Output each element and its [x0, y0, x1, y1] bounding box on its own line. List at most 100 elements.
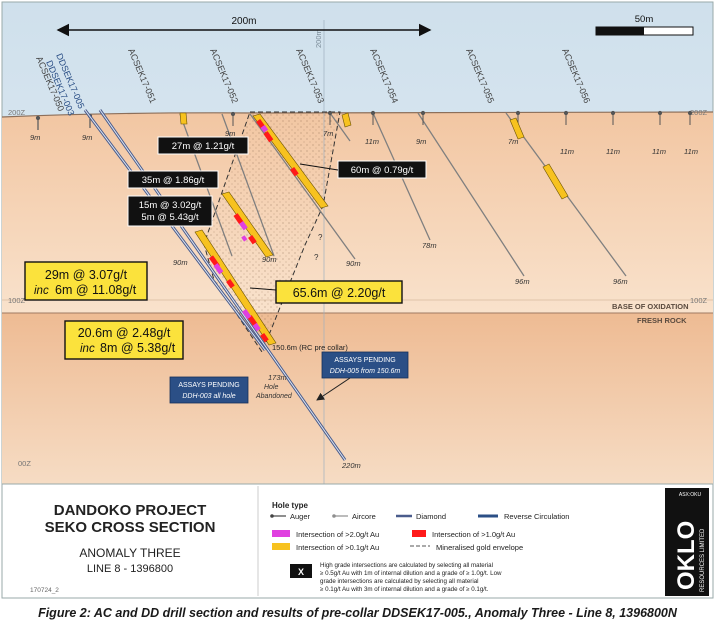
collar-depth-4: 7m	[323, 129, 333, 138]
callout-i5-line2: 6m @ 11.08g/t	[55, 283, 137, 297]
callout-i2-text: 60m @ 0.79g/t	[351, 165, 414, 176]
abandoned-note-2: Abandoned	[255, 393, 293, 400]
envelope-query-2: ?	[314, 253, 319, 262]
legend-hole-type-title: Hole type	[272, 501, 309, 510]
legend-frame	[1, 483, 714, 599]
legend-note-4: ≥ 0.1g/t Au with 3m of internal dilution…	[320, 586, 489, 593]
end-depth-7: 173m	[268, 373, 287, 382]
callout-i4: 15m @ 3.02g/t 5m @ 5.43g/t	[127, 195, 213, 227]
callout-i6: 65.6m @ 2.20g/t	[249, 280, 403, 304]
collar-depth-6: 9m	[416, 137, 426, 146]
legend-note-2: ≥ 0.5g/t Au with 1m of internal dilution…	[320, 570, 502, 577]
legend-envelope: Mineralised gold envelope	[410, 543, 523, 552]
title-section: SEKO CROSS SECTION	[45, 519, 216, 536]
collar-depth-11: 11m	[684, 147, 698, 156]
rl-label-right-100: 100Z	[690, 296, 708, 305]
pending-1-title: ASSAYS PENDING	[178, 382, 239, 389]
hole-trace-acsek17-053	[329, 112, 351, 142]
collar-depth-7: 7m	[508, 137, 518, 146]
logo-sub: RESOURCES LIMITED	[700, 528, 706, 592]
callout-i4-line1: 15m @ 3.02g/t	[139, 200, 202, 211]
title-line: LINE 8 - 1396800	[87, 563, 173, 575]
legend-gt2: Intersection of >2.0g/t Au	[272, 530, 379, 539]
legend-gt1-label: Intersection of >1.0g/t Au	[432, 530, 515, 539]
legend-auger: Auger	[270, 512, 311, 521]
cross-section: 200m 200Z 200Z 100Z 100Z 00Z 200m 50m ? …	[1, 1, 714, 599]
center-grid-label: 200m	[314, 29, 323, 48]
legend-envelope-label: Mineralised gold envelope	[436, 543, 523, 552]
collar-depth-10: 11m	[652, 147, 666, 156]
legend-gt2-label: Intersection of >2.0g/t Au	[296, 530, 379, 539]
assays-pending-2: ASSAYS PENDING DDH-005 from 150.6m	[316, 351, 409, 401]
legend-auger-label: Auger	[290, 512, 311, 521]
collar-depth-9: 11m	[606, 147, 620, 156]
end-depth-4: 78m	[422, 241, 437, 250]
callout-i5-prefix: inc	[34, 285, 49, 297]
callout-i3-text: 35m @ 1.86g/t	[142, 175, 205, 186]
end-depth-2: 90m	[262, 255, 277, 264]
callout-i3: 35m @ 1.86g/t	[127, 170, 219, 189]
intercepts-gt2	[213, 124, 269, 332]
assays-pending-1: ASSAYS PENDING DDH-003 all hole	[169, 376, 249, 404]
top-scale-label: 200m	[231, 16, 256, 27]
callout-i7-prefix: inc	[80, 343, 95, 355]
rl-label-left-0: 00Z	[18, 459, 31, 468]
collar-depth-5: 11m	[365, 137, 379, 146]
collar-note: 150.6m (RC pre collar)	[272, 343, 348, 352]
title-project: DANDOKO PROJECT	[54, 502, 207, 519]
end-depth-8: 220m	[341, 461, 361, 470]
legend-diamond: Diamond	[396, 512, 446, 521]
scale-bar: 50m	[595, 14, 694, 36]
callout-i1-text: 27m @ 1.21g/t	[172, 141, 235, 152]
rl-label-left-200: 200Z	[8, 108, 26, 117]
callout-i2: 60m @ 0.79g/t	[299, 160, 427, 179]
pending-2-title: ASSAYS PENDING	[334, 357, 395, 364]
end-depth-3: 90m	[346, 259, 361, 268]
pending-2-sub: DDH-005 from 150.6m	[330, 368, 401, 375]
abandoned-note-1: Hole	[264, 384, 279, 391]
legend-note-1: High grade intersections are calculated …	[320, 562, 493, 569]
logo-listing: ASX:OKU	[679, 492, 702, 498]
legend-aircore: Aircore	[332, 512, 376, 521]
legend-diamond-label: Diamond	[416, 512, 446, 521]
legend-gt1: Intersection of >1.0g/t Au	[412, 530, 515, 539]
oklo-logo: ASX:OKU OKLO RESOURCES LIMITED	[665, 488, 709, 596]
callout-i1: 27m @ 1.21g/t	[157, 136, 249, 155]
legend-gt01-label: Intersection of >0.1g/t Au	[296, 543, 379, 552]
legend-x-symbol: X	[290, 564, 312, 578]
hole-trace-acsek17-055	[417, 112, 525, 277]
callout-i5-line1: 29m @ 3.07g/t	[45, 268, 128, 282]
base-of-oxidation-label: BASE OF OXIDATION	[612, 302, 689, 311]
rl-label-left-100: 100Z	[8, 296, 26, 305]
legend-rc: Reverse Circulation	[478, 512, 569, 521]
collar-depth-1: 9m	[30, 133, 40, 142]
collar-depth-8: 11m	[560, 147, 574, 156]
legend-aircore-label: Aircore	[352, 512, 376, 521]
callout-i7-line1: 20.6m @ 2.48g/t	[78, 326, 171, 340]
legend-x-label: X	[298, 567, 304, 577]
oxidised-zone	[2, 112, 713, 313]
fresh-rock-label: FRESH ROCK	[637, 316, 687, 325]
pending-1-sub: DDH-003 all hole	[182, 393, 235, 400]
title-anomaly: ANOMALY THREE	[79, 546, 180, 560]
scale-bar-label: 50m	[635, 14, 654, 25]
title-ref: 170724_2	[30, 587, 59, 594]
collar-depth-2: 9m	[82, 133, 92, 142]
end-depth-5: 96m	[515, 277, 530, 286]
logo-name: OKLO	[673, 521, 700, 590]
collar-depth-3: 9m	[225, 129, 235, 138]
callout-i7-line2: 8m @ 5.38g/t	[100, 341, 176, 355]
end-depth-6: 96m	[613, 277, 628, 286]
end-depth-1: 90m	[173, 258, 188, 267]
figure-caption: Figure 2: AC and DD drill section and re…	[38, 606, 677, 620]
callout-i5: 29m @ 3.07g/t inc 6m @ 11.08g/t	[24, 261, 148, 301]
callout-i6-text: 65.6m @ 2.20g/t	[293, 286, 386, 300]
callout-i7: 20.6m @ 2.48g/t inc 8m @ 5.38g/t	[64, 320, 184, 360]
legend-rc-label: Reverse Circulation	[504, 512, 569, 521]
rl-label-right-200: 200Z	[690, 108, 708, 117]
legend-note-3: grade intersections are calculated by se…	[320, 578, 479, 585]
diamond-holes	[83, 109, 347, 461]
envelope-query-1: ?	[318, 233, 323, 242]
callout-i4-line2: 5m @ 5.43g/t	[141, 212, 199, 223]
legend-gt01: Intersection of >0.1g/t Au	[272, 543, 379, 552]
